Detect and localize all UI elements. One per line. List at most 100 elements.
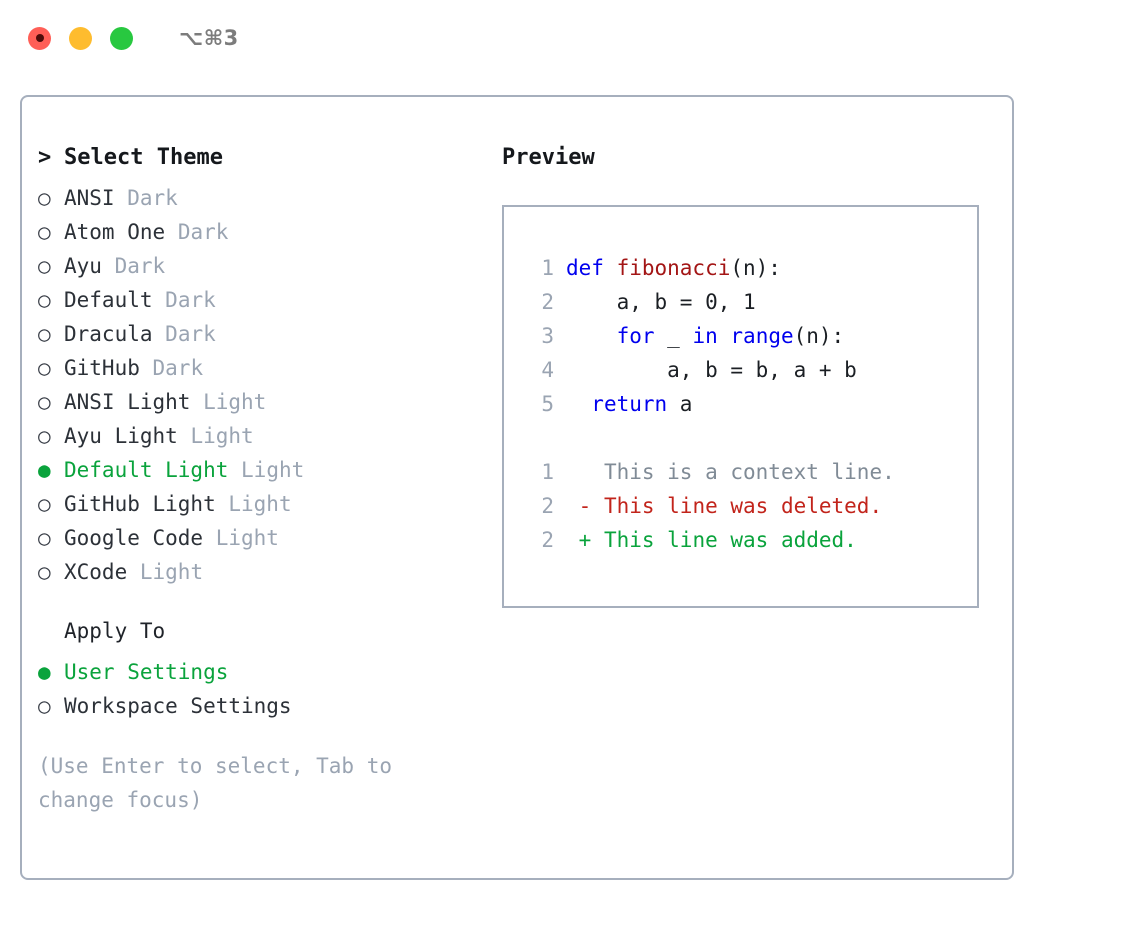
radio-unselected-icon[interactable]: ○: [38, 526, 51, 550]
theme-list-item[interactable]: ○ Ayu Light Light: [38, 419, 498, 453]
label-gap: [127, 555, 140, 589]
label-gap: [102, 249, 115, 283]
theme-list-item[interactable]: ○Default Dark: [38, 283, 498, 317]
diff-text: This is a context line.: [603, 460, 895, 484]
radio-unselected-icon[interactable]: ○: [38, 254, 51, 278]
theme-list-item[interactable]: ○XCode Light: [38, 555, 498, 589]
diff-line: 2 + This line was added.: [526, 523, 977, 557]
diff-line: 1 This is a context line.: [526, 455, 977, 489]
theme-variant-label: Dark: [152, 356, 204, 380]
apply-to-list-item[interactable]: ●User Settings: [38, 655, 498, 689]
caret-icon: >: [38, 145, 52, 170]
keyboard-shortcut-label: ⌥⌘3: [179, 26, 239, 50]
preview-title: Preview: [502, 145, 595, 170]
apply-to-label: Workspace Settings: [64, 694, 292, 718]
theme-name-label: Ayu: [64, 254, 102, 278]
label-gap: [228, 453, 241, 487]
minimize-button[interactable]: [69, 26, 92, 50]
diff-marker: +: [566, 528, 604, 552]
theme-list-item[interactable]: ○ Atom One Dark: [38, 215, 498, 249]
code-token: [566, 319, 617, 353]
theme-variant-label: Light: [215, 526, 279, 550]
line-number: 4: [541, 358, 554, 382]
radio-selected-icon[interactable]: ●: [38, 660, 51, 684]
diff-marker: [566, 455, 604, 489]
radio-unselected-icon[interactable]: ○: [38, 186, 51, 210]
radio-unselected-icon[interactable]: ○: [38, 288, 51, 312]
zoom-button[interactable]: [110, 26, 133, 50]
line-number: 1: [541, 256, 554, 280]
code-token: fibonacci: [616, 256, 731, 280]
theme-list-item[interactable]: ○GitHub Light Light: [38, 487, 498, 521]
code-token: _: [654, 324, 693, 348]
select-theme-heading: > Select Theme: [38, 145, 498, 181]
radio-unselected-icon[interactable]: ○: [38, 356, 51, 380]
radio-unselected-icon[interactable]: ○: [38, 424, 51, 448]
diff-marker: -: [566, 494, 604, 518]
apply-to-list-item[interactable]: ○ Workspace Settings: [38, 689, 498, 723]
radio-unselected-icon[interactable]: ○: [38, 560, 51, 584]
code-token: a, b = b, a + b: [566, 358, 857, 382]
theme-name-label: Ayu Light: [64, 424, 178, 448]
radio-unselected-icon[interactable]: ○: [38, 220, 51, 244]
theme-name-label: ANSI: [64, 186, 115, 210]
code-diff-separator: [526, 421, 977, 455]
apply-to-list: ●User Settings ○ Workspace Settings: [38, 655, 498, 723]
radio-unselected-icon[interactable]: ○: [38, 492, 51, 516]
theme-list-item[interactable]: ○ Dracula Dark: [38, 317, 498, 351]
theme-name-label: Dracula: [64, 322, 153, 346]
label-gap: [165, 215, 178, 249]
theme-name-label: Default: [64, 288, 153, 312]
close-button[interactable]: [28, 26, 51, 50]
code-line: 5 return a: [526, 387, 977, 421]
theme-variant-label: Dark: [165, 322, 216, 346]
theme-list-item[interactable]: ○ANSI Light Light: [38, 385, 498, 419]
code-token: [566, 387, 591, 421]
code-token: a, b = 0, 1: [566, 290, 756, 314]
diff-line-number: 2: [541, 528, 554, 552]
radio-unselected-icon[interactable]: ○: [38, 390, 51, 414]
select-theme-heading-label: Select Theme: [64, 145, 223, 170]
radio-unselected-icon[interactable]: ○: [38, 322, 51, 346]
theme-list-item[interactable]: ○Google Code Light: [38, 521, 498, 555]
label-gap: [216, 487, 229, 521]
code-line: 2 a, b = 0, 1: [526, 285, 977, 319]
window-titlebar: ⌥⌘3: [0, 0, 1140, 76]
label-gap: [190, 385, 203, 419]
theme-variant-label: Light: [190, 424, 254, 448]
theme-variant-label: Dark: [127, 186, 178, 210]
apply-to-heading-label: Apply To: [64, 619, 166, 643]
diff-text: This line was added.: [603, 528, 857, 552]
label-gap: [203, 521, 216, 555]
indent-spacer: [38, 619, 64, 643]
theme-list-item[interactable]: ○GitHub Dark: [38, 351, 498, 385]
code-token: a: [667, 392, 693, 416]
theme-name-label: Default Light: [64, 458, 229, 482]
line-number: 5: [541, 392, 554, 416]
radio-unselected-icon[interactable]: ○: [38, 694, 51, 718]
apply-to-heading: Apply To: [38, 619, 498, 655]
label-gap: [153, 317, 166, 351]
theme-list-item[interactable]: ○Ayu Dark: [38, 249, 498, 283]
radio-selected-icon[interactable]: ●: [38, 458, 51, 482]
label-gap: [140, 351, 153, 385]
theme-list-item[interactable]: ○ ANSI Dark: [38, 181, 498, 215]
label-gap: [178, 419, 191, 453]
theme-variant-label: Dark: [177, 220, 229, 244]
theme-name-label: Atom One: [64, 220, 166, 244]
theme-picker-column: > Select Theme ○ANSI Dark○Atom One Dark○…: [38, 145, 498, 817]
code-token: for: [616, 324, 655, 348]
diff-line-number: 2: [541, 494, 554, 518]
diff-line: 2 - This line was deleted.: [526, 489, 977, 523]
code-line: 4 a, b = b, a + b: [526, 353, 977, 387]
diff-text: This line was deleted.: [603, 494, 883, 518]
code-token: def: [566, 256, 617, 280]
window-controls: [28, 26, 133, 50]
code-line: 3 for _ in range(n):: [526, 319, 977, 353]
theme-list-item[interactable]: ●Default Light Light: [38, 453, 498, 487]
theme-name-label: XCode: [64, 560, 128, 584]
